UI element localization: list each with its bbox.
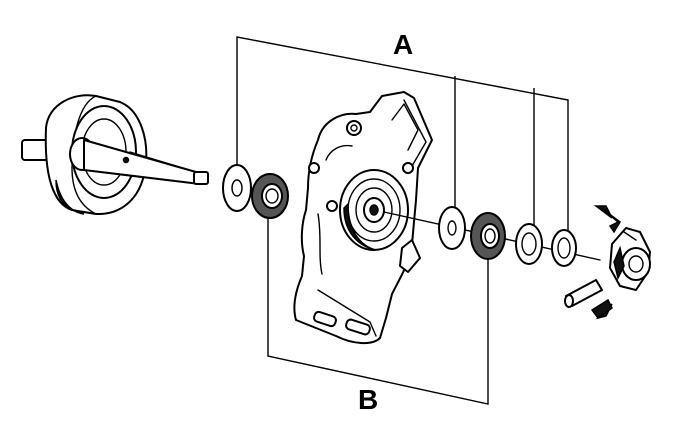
washer-a1 — [222, 164, 252, 212]
direction-arrow-top — [593, 205, 621, 234]
roll-pin — [564, 279, 603, 308]
callout-a: A — [393, 29, 414, 60]
washer-a3 — [515, 223, 543, 265]
washer-a4 — [551, 229, 577, 267]
group-a-leader-lines — [236, 36, 569, 240]
washer-a2 — [438, 206, 466, 250]
crankshaft-flywheel — [21, 94, 209, 216]
drive-coupling — [609, 227, 651, 291]
callout-b: B — [358, 384, 379, 415]
group-b-leader-lines — [267, 210, 489, 405]
direction-arrow-bottom — [590, 298, 613, 320]
seal-b2 — [470, 212, 506, 260]
seal-b1 — [251, 173, 289, 219]
pump-housing — [293, 91, 433, 344]
